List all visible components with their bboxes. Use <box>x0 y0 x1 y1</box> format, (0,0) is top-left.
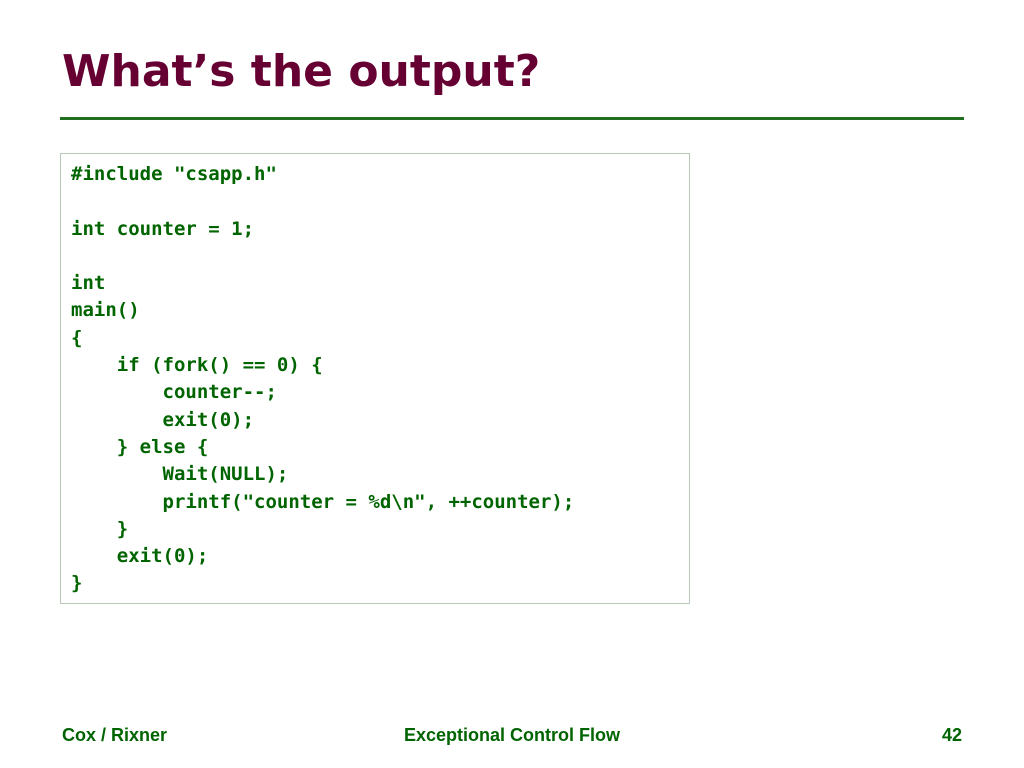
code-line: counter--; <box>71 381 277 404</box>
code-line <box>71 188 574 215</box>
page-number: 42 <box>941 725 962 745</box>
code-line: exit(0); <box>71 545 209 568</box>
code-line: printf("counter = %d\n", ++counter); <box>71 490 575 513</box>
code-line: int counter = 1; <box>71 217 255 240</box>
code-line: exit(0); <box>71 408 255 431</box>
code-line: } <box>71 517 129 540</box>
code-line: { <box>71 326 83 349</box>
code-line <box>71 243 574 270</box>
code-line: #include "csapp.h" <box>71 163 277 185</box>
footer-topic: Exceptional Control Flow <box>403 725 620 745</box>
slide-title: What’s the output? <box>62 46 541 97</box>
code-line: Wait(NULL); <box>71 463 289 486</box>
code-line: } else { <box>71 435 209 458</box>
code-line: int <box>71 272 106 295</box>
code-listing: #include "csapp.h" int counter = 1; int mai… <box>71 161 574 598</box>
title-divider <box>60 117 964 120</box>
code-line: main() <box>71 299 140 322</box>
footer-author: Cox / Rixner <box>62 725 168 745</box>
code-line: if (fork() == 0) { <box>71 354 323 377</box>
code-line: } <box>71 572 83 595</box>
code-box: #include "csapp.h" int counter = 1; int mai… <box>60 153 690 604</box>
